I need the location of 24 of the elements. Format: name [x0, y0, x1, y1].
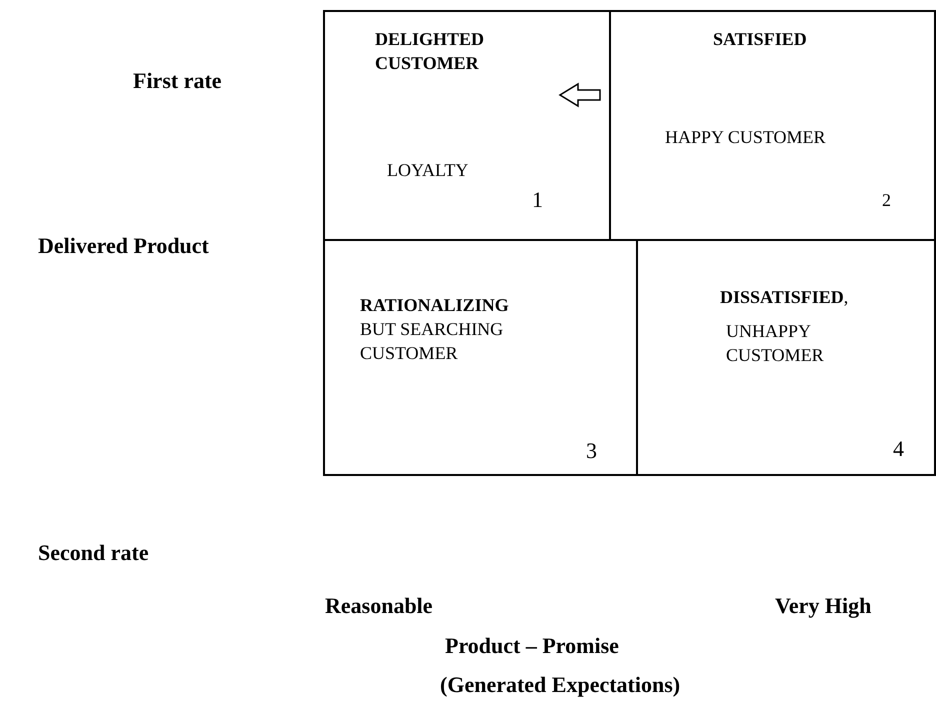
axis-title: Product – Promise: [445, 633, 619, 659]
axis-level-label: First rate: [133, 68, 222, 94]
quadrant-number: 3: [586, 439, 597, 463]
quadrant-heading: SATISFIED: [713, 28, 807, 51]
quadrant-text: HAPPY CUSTOMER: [665, 126, 826, 149]
axis-title: (Generated Expectations): [440, 672, 680, 698]
hollow-arrow: [558, 82, 601, 108]
axis-level-label: Second rate: [38, 540, 149, 566]
axis-level-label: Delivered Product: [38, 233, 209, 259]
quadrant-number: 4: [893, 437, 904, 461]
quadrant-heading: DISSATISFIED,: [720, 286, 848, 309]
quadrant-cell: [636, 239, 936, 476]
quadrant-number: 2: [882, 189, 891, 212]
quadrant-cell: [609, 10, 936, 241]
quadrant-cell: [323, 239, 638, 476]
quadrant-heading: DELIGHTED CUSTOMER: [375, 28, 486, 75]
quadrant-cell: [323, 10, 611, 241]
quadrant-text: UNHAPPY CUSTOMER: [726, 320, 825, 367]
quadrant-text: BUT SEARCHING CUSTOMER: [360, 318, 504, 365]
axis-level-label: Reasonable: [325, 593, 433, 619]
quadrant-number: 1: [532, 188, 543, 212]
quadrant-heading: RATIONALIZING: [360, 294, 509, 317]
quadrant-text: LOYALTY: [387, 159, 468, 182]
axis-level-label: Very High: [775, 593, 872, 619]
